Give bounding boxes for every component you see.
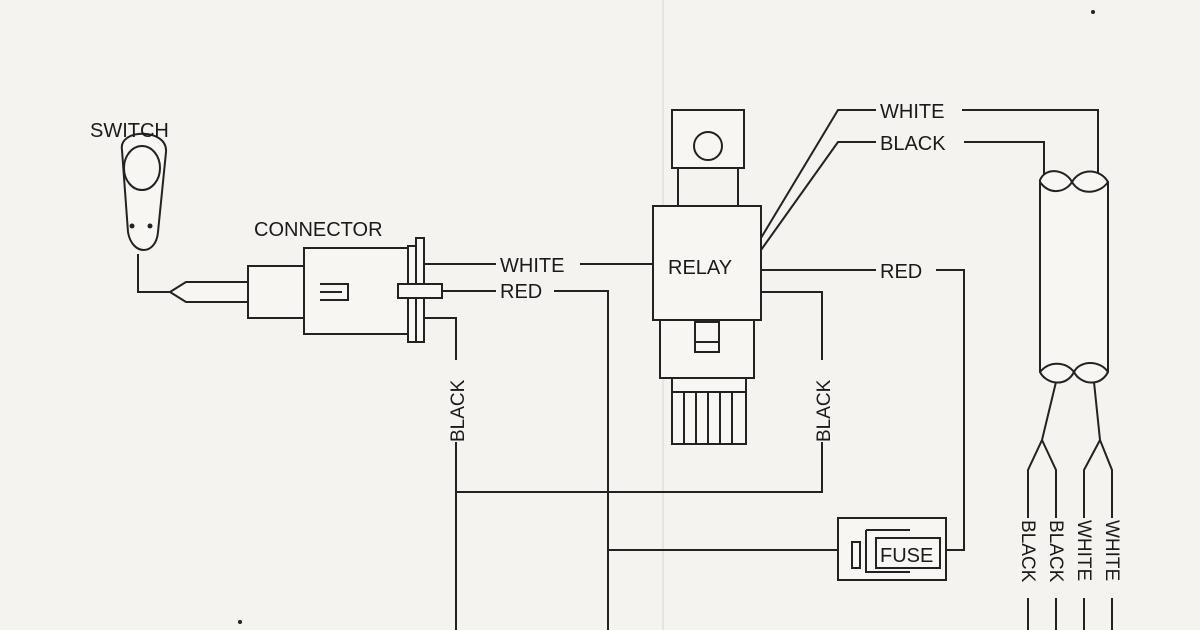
harness-label-1: BLACK [1017,520,1038,583]
black-ground-bus [456,291,823,493]
connector-label: CONNECTOR [254,219,383,241]
red-wire-relay-fuse [761,269,965,551]
switch [120,132,168,251]
relay [652,109,762,445]
harness-label-2: BLACK [1045,520,1066,583]
black-wire-label-relay: BLACK [880,133,946,155]
black-wire-relay-harness [760,141,1045,251]
white-wire-label-connector: WHITE [500,255,564,277]
switch-label: SWITCH [90,120,169,142]
white-wire-relay-harness [760,109,1099,239]
connector [168,237,443,343]
relay-label: RELAY [668,257,732,279]
black-wire-connector [424,317,457,630]
red-wire-label-connector: RED [500,281,542,303]
red-wire-connector-fuse [442,290,609,630]
black-wire-label-relay-down: BLACK [814,379,835,442]
white-wire-label-relay: WHITE [880,101,944,123]
harness-label-4: WHITE [1101,520,1122,581]
fuse-label: FUSE [880,545,933,567]
red-wire-label-relay: RED [880,261,922,283]
harness-label-3: WHITE [1073,520,1094,581]
switch-wire [137,254,172,293]
fuse [608,517,947,581]
black-wire-label-connector: BLACK [448,379,469,442]
